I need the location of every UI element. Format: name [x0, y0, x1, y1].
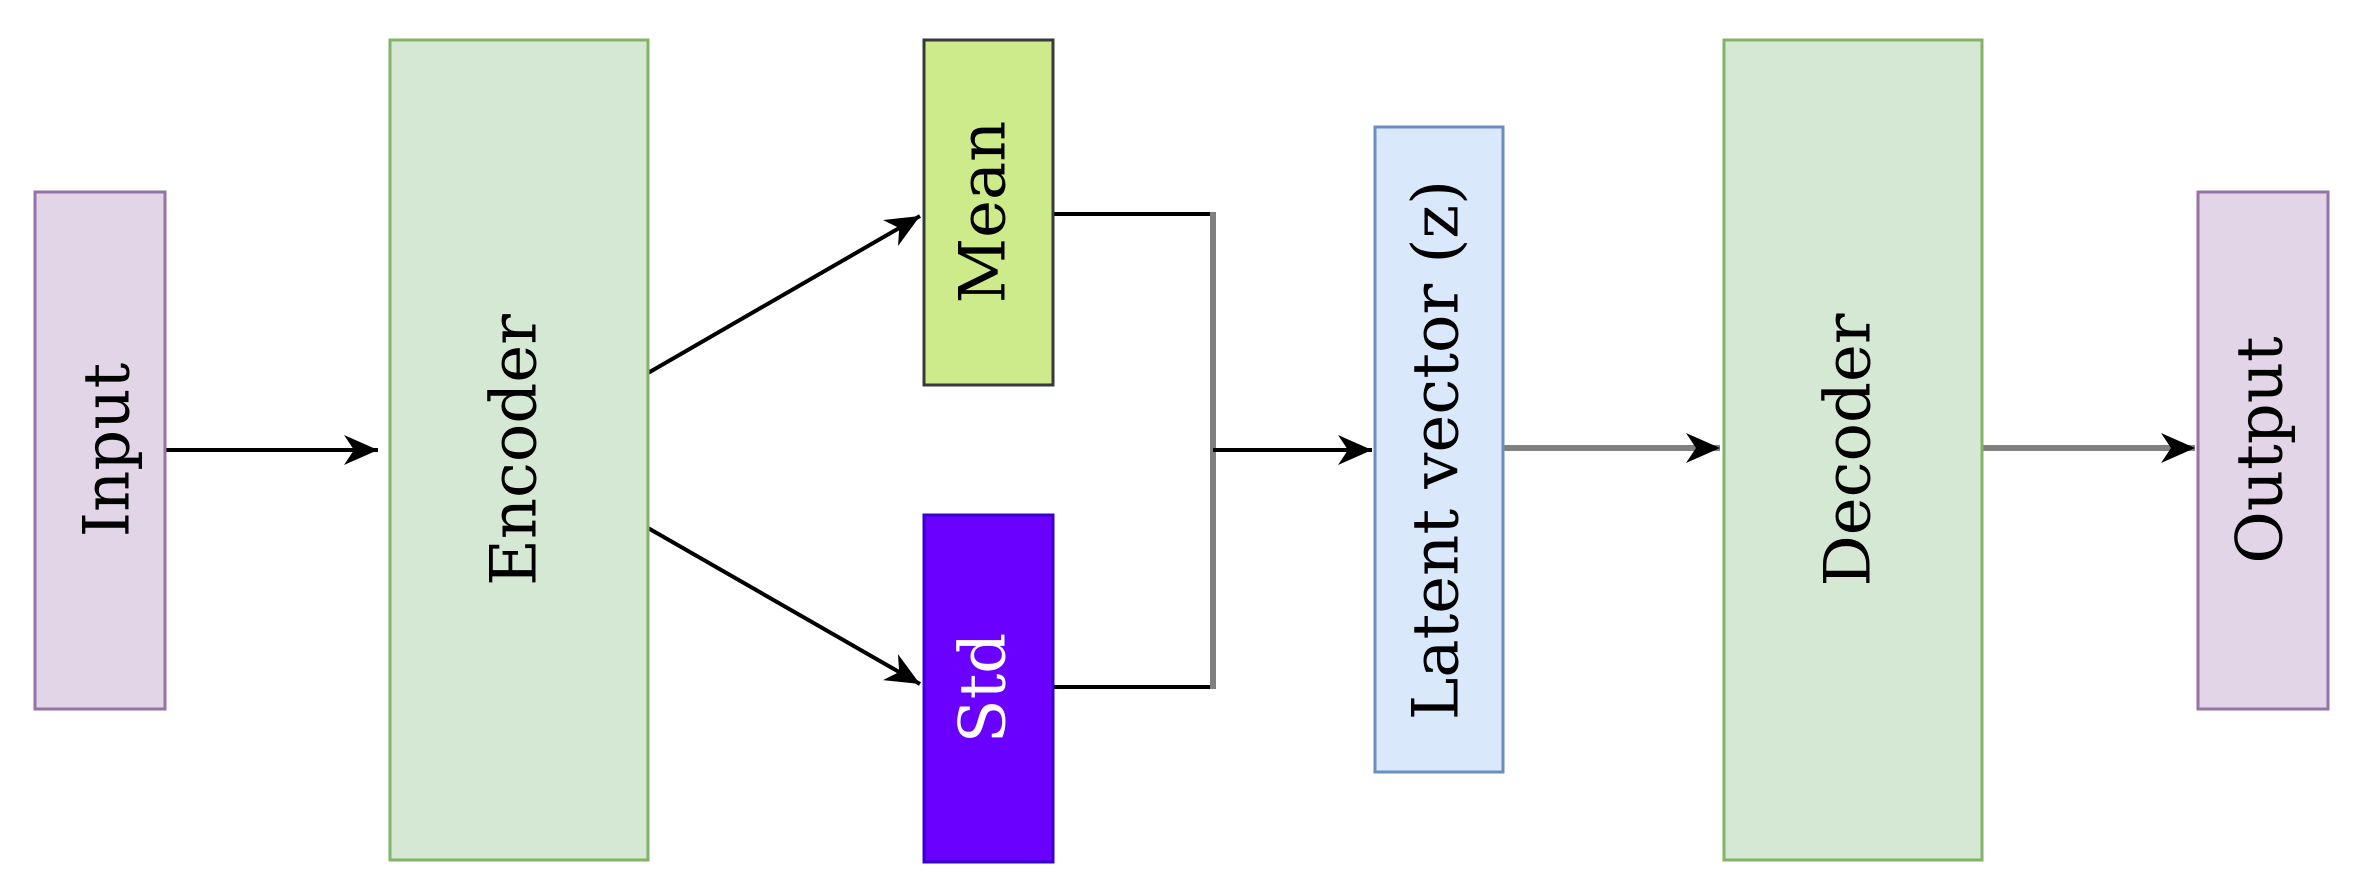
input-label: Input [71, 363, 145, 538]
node-decoder: Decoder [1722, 38, 1984, 862]
mean-box [922, 38, 1055, 387]
encoder-box [388, 38, 650, 862]
encoder-label: Encoder [478, 314, 552, 586]
output-box [2196, 190, 2330, 711]
edge-encoder-to-std [647, 526, 921, 686]
node-encoder: Encoder [388, 38, 650, 862]
input-box [33, 190, 167, 711]
latent-vector-label: Latent vector (z) [1400, 180, 1474, 720]
decoder-label: Decoder [1812, 313, 1886, 586]
output-label: Output [2224, 336, 2298, 564]
std-label: Std [947, 633, 1021, 744]
node-latent-vector: Latent vector (z) [1373, 125, 1505, 774]
std-box [922, 513, 1055, 864]
node-mean: Mean [922, 38, 1055, 387]
latent-vector-box [1373, 125, 1505, 774]
node-input: Input [33, 190, 167, 711]
decoder-box [1722, 38, 1984, 862]
connectors [166, 212, 2195, 689]
node-output: Output [2196, 190, 2330, 711]
mean-label: Mean [947, 121, 1021, 304]
edge-encoder-to-mean [647, 214, 921, 375]
node-std: Std [922, 513, 1055, 864]
